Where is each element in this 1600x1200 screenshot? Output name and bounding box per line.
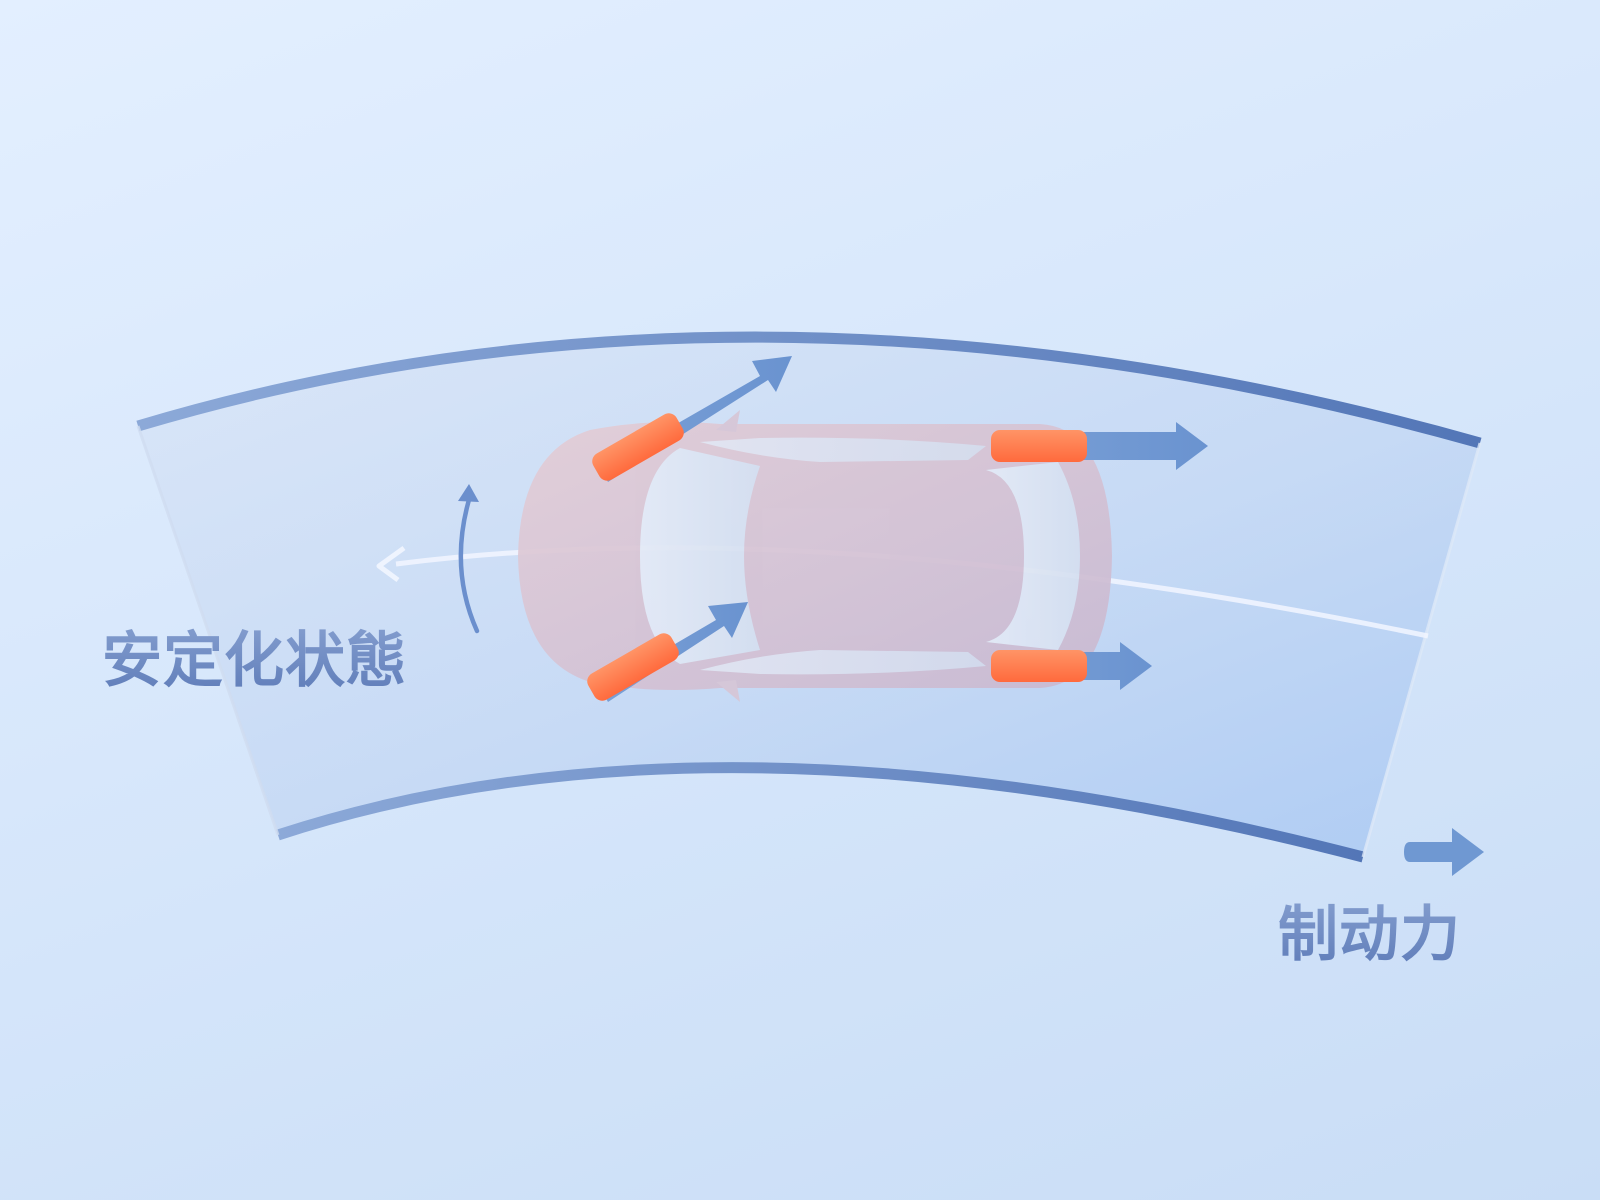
road-side-edge-right [1361, 442, 1482, 858]
tire-rear-right [991, 650, 1087, 682]
car-mirror-bottom [716, 680, 740, 702]
road-top-edge [136, 331, 1482, 449]
vehicle-path-arrowhead [376, 545, 406, 583]
car-rear-window [986, 462, 1080, 650]
stabilized-state-label: 安定化状態 [102, 612, 407, 699]
road-side-edge-left [136, 425, 280, 836]
rotation-arrow-icon [458, 484, 480, 634]
car-side-window-bottom [700, 650, 986, 675]
tire-front-left [592, 413, 684, 481]
tire-rear-left [991, 430, 1087, 462]
car-side-window-top [700, 437, 986, 462]
braking-force-label: 制动力 [1278, 886, 1461, 973]
arrow-right-icon [1404, 828, 1484, 876]
car-mirror-top [716, 410, 740, 432]
road-bottom-edge [276, 762, 1365, 863]
tire-front-right [587, 633, 679, 701]
